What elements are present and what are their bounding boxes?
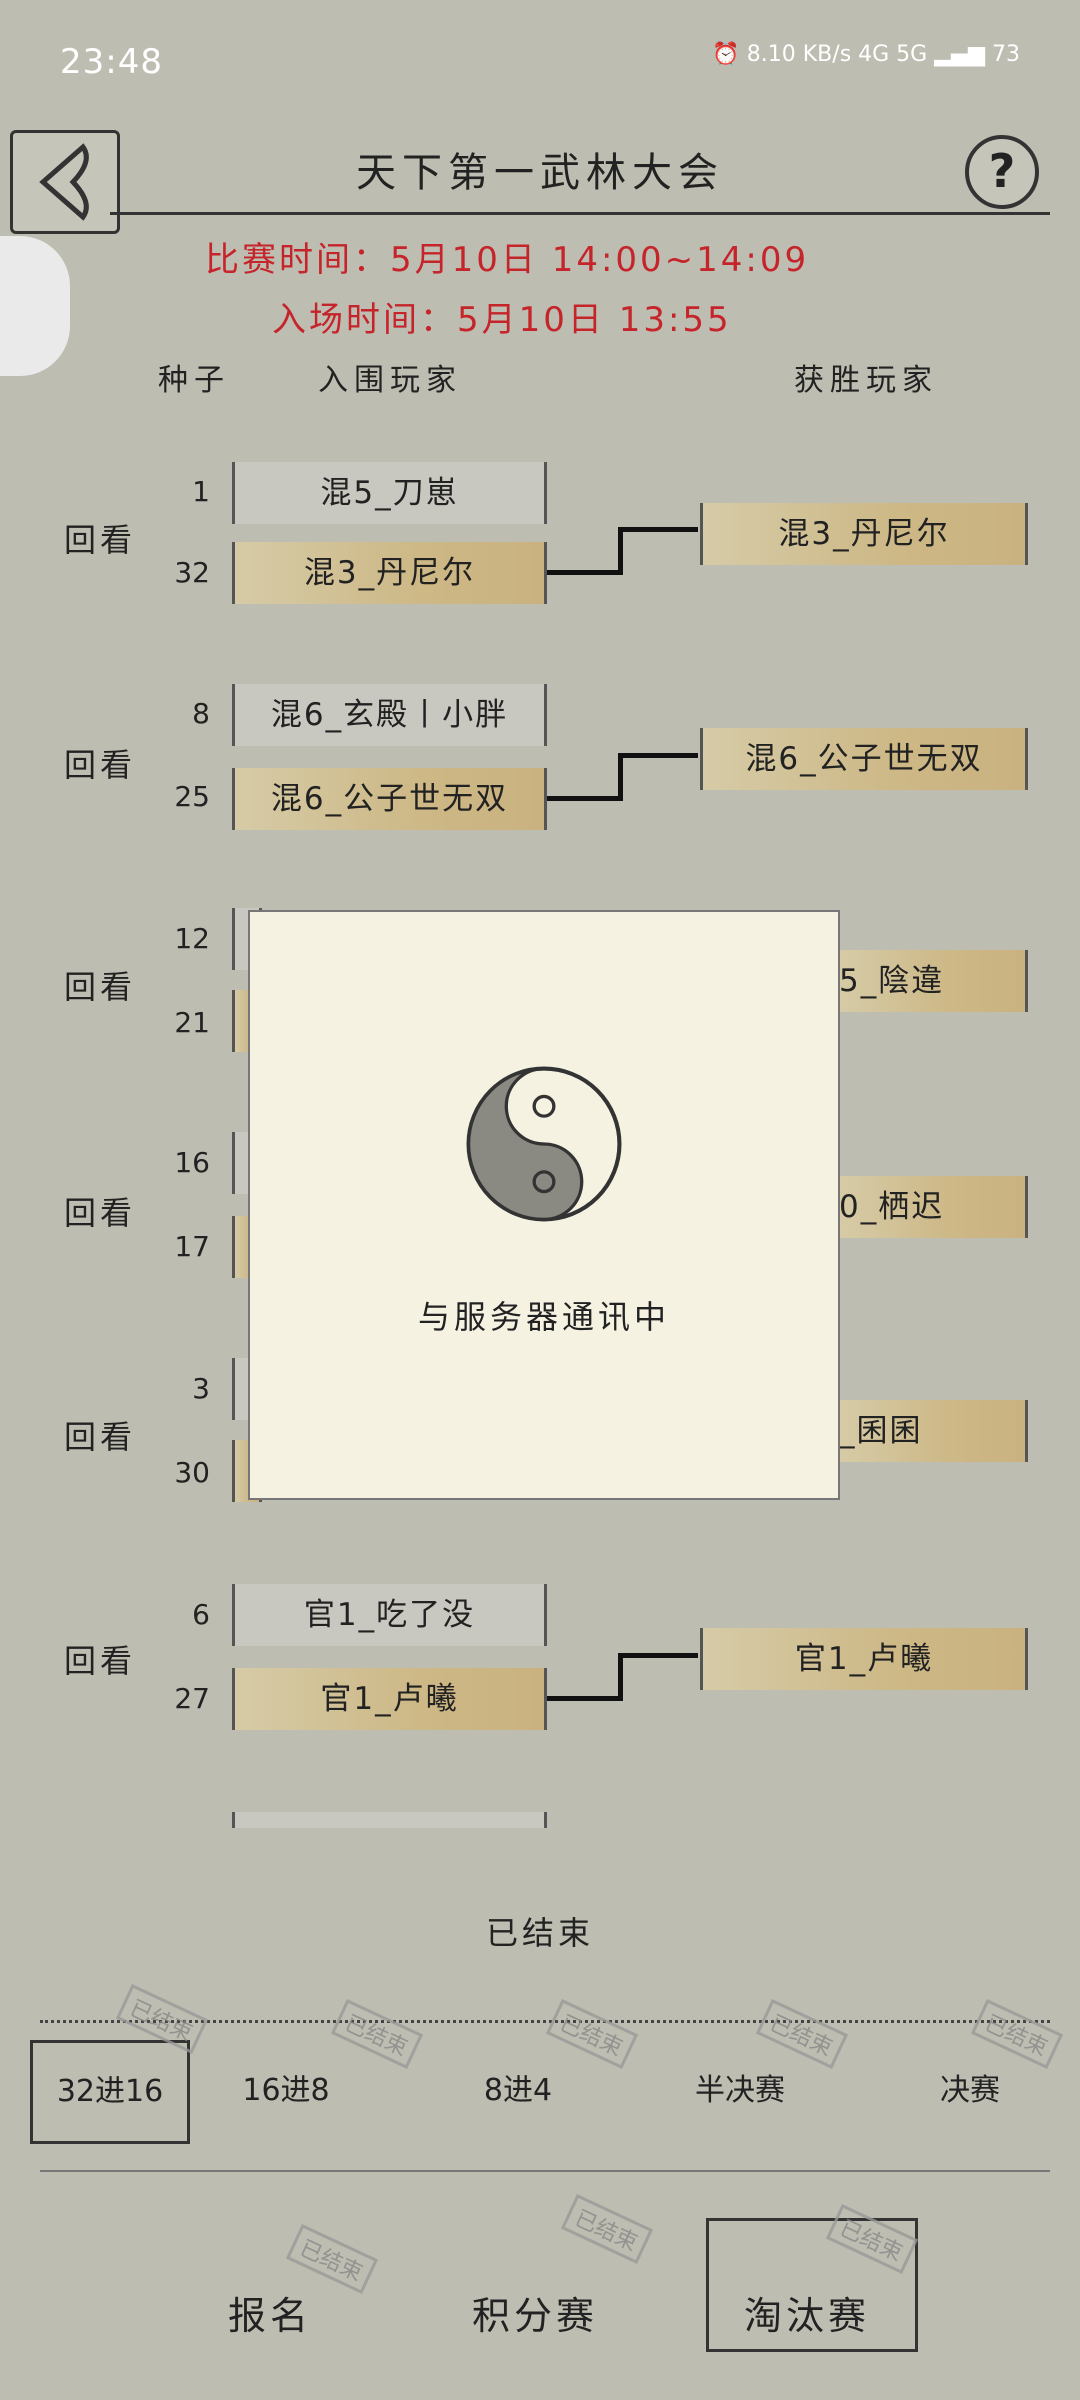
player-slot[interactable]: 混3_丹尼尔 [232, 542, 547, 604]
replay-button[interactable]: 回看 [64, 521, 137, 559]
replay-button[interactable]: 回看 [64, 1642, 137, 1680]
battery-level: 73 [992, 42, 1020, 67]
replay-button[interactable]: 回看 [64, 968, 137, 1006]
player-slot[interactable]: 混6_玄殿丨小胖 [232, 684, 547, 746]
entry-time: 入场时间：5月10日 13:55 [272, 300, 732, 340]
ended-stamp: 已结束 [970, 1999, 1064, 2069]
player-slot[interactable]: 混6_公子世无双 [232, 768, 547, 830]
seed-number: 30 [174, 1456, 210, 1489]
replay-button[interactable]: 回看 [64, 1194, 137, 1232]
bottom-divider [40, 2170, 1050, 2172]
col-players: 入围玩家 [318, 363, 462, 398]
bracket-line [618, 527, 698, 532]
bracket-line [547, 570, 623, 575]
network-speed: 8.10 KB/s 4G 5G [746, 42, 928, 67]
bracket-line [618, 1653, 698, 1658]
ended-stamp: 已结束 [330, 1999, 424, 2069]
seed-number: 16 [174, 1146, 210, 1179]
dotted-divider [40, 2020, 1050, 2023]
loading-text: 与服务器通讯中 [417, 1298, 670, 1336]
match-time: 比赛时间：5月10日 14:00~14:09 [205, 240, 810, 280]
player-slot [232, 1812, 547, 1828]
seed-number: 21 [174, 1006, 210, 1039]
seed-number: 3 [192, 1372, 210, 1405]
player-slot[interactable]: 官1_卢曦 [232, 1668, 547, 1730]
ended-stamp: 已结束 [560, 2194, 654, 2264]
status-bar: 23:48 ⏰ 8.10 KB/s 4G 5G ▂▄▆ 73 [0, 0, 1080, 130]
tab-round-32[interactable]: 32进16 [30, 2040, 190, 2144]
bracket-line [547, 1696, 623, 1701]
seed-number: 8 [192, 697, 210, 730]
status-time: 23:48 [60, 42, 163, 82]
seed-number: 6 [192, 1598, 210, 1631]
tournament-status: 已结束 [485, 1914, 594, 1952]
tab-round-8[interactable]: 8进4 [483, 2073, 553, 2108]
replay-button[interactable]: 回看 [64, 746, 137, 784]
nav-selected-frame [706, 2218, 918, 2352]
nav-knockout[interactable]: 淘汰赛 [744, 2294, 871, 2338]
yin-yang-icon [466, 1066, 622, 1222]
replay-button[interactable]: 回看 [64, 1418, 137, 1456]
player-slot[interactable]: 官1_吃了没 [232, 1584, 547, 1646]
tab-semifinal[interactable]: 半决赛 [695, 2073, 785, 2108]
bracket-line [547, 796, 623, 801]
seed-number: 17 [174, 1230, 210, 1263]
back-arrow-icon [39, 143, 89, 221]
floating-app-icon[interactable] [0, 236, 70, 376]
help-button[interactable]: ? [965, 135, 1039, 209]
seed-number: 1 [192, 475, 210, 508]
header-divider [110, 212, 1050, 215]
signal-icon: ▂▄▆ [934, 42, 985, 67]
winner-slot[interactable]: _囷囷 [836, 1400, 1028, 1462]
seed-number: 32 [174, 556, 210, 589]
seed-number: 12 [174, 922, 210, 955]
page-title: 天下第一武林大会 [356, 150, 724, 196]
bracket-line [618, 753, 623, 801]
seed-number: 25 [174, 780, 210, 813]
winner-slot[interactable]: 混3_丹尼尔 [700, 503, 1028, 565]
bracket-line [618, 527, 623, 575]
bracket-line [618, 1653, 623, 1701]
player-slot[interactable]: 混5_刀崽 [232, 462, 547, 524]
ended-stamp: 已结束 [755, 1999, 849, 2069]
winner-slot[interactable]: 官1_卢曦 [700, 1628, 1028, 1690]
col-seed: 种子 [158, 363, 230, 398]
tab-final[interactable]: 决赛 [940, 2073, 1000, 2108]
col-winner: 获胜玩家 [794, 363, 938, 398]
winner-slot[interactable]: 0_栖迟 [836, 1176, 1028, 1238]
ended-stamp: 已结束 [285, 2224, 379, 2294]
ended-stamp: 已结束 [545, 1999, 639, 2069]
alarm-icon: ⏰ [712, 42, 740, 67]
seed-number: 27 [174, 1682, 210, 1715]
loading-dialog: 与服务器通讯中 [248, 910, 840, 1500]
back-button[interactable] [10, 130, 120, 234]
winner-slot[interactable]: 混6_公子世无双 [700, 728, 1028, 790]
nav-signup[interactable]: 报名 [228, 2294, 313, 2338]
tab-round-16[interactable]: 16进8 [242, 2073, 330, 2108]
status-indicators: ⏰ 8.10 KB/s 4G 5G ▂▄▆ 73 [712, 42, 1020, 67]
bracket-line [618, 753, 698, 758]
winner-slot[interactable]: 5_陰違 [836, 950, 1028, 1012]
nav-points-match[interactable]: 积分赛 [472, 2294, 599, 2338]
